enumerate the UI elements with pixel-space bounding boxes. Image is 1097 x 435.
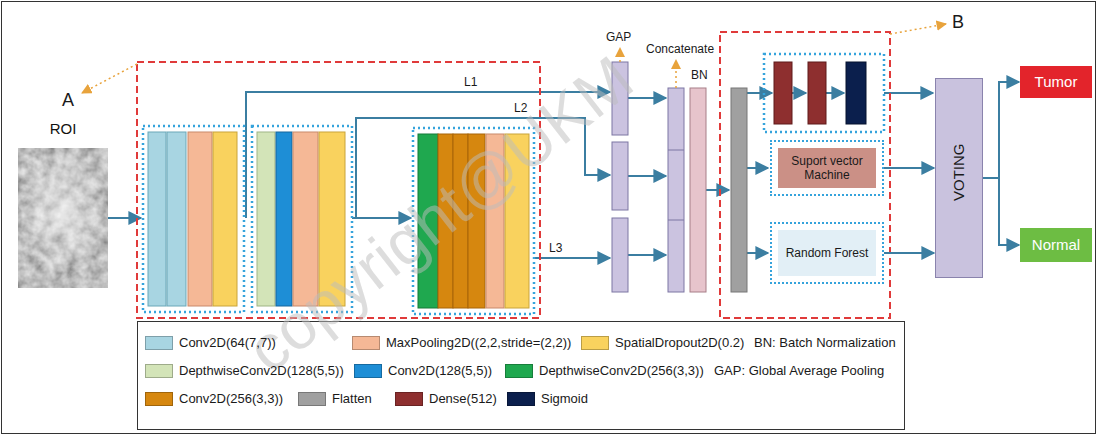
legend-text: MaxPooling2D((2,2,stride=(2,2)) xyxy=(386,335,571,351)
legend-entry: Conv2D(256(3,3)) xyxy=(145,391,283,407)
flow-arrow xyxy=(534,257,610,259)
layer-bar xyxy=(690,88,706,292)
legend-swatch xyxy=(354,364,382,378)
label: A xyxy=(62,90,74,111)
connector xyxy=(983,178,1019,245)
legend-text: DepthwiseConv2D(128(5,5)) xyxy=(179,363,344,379)
node-text: Suport vector Machine xyxy=(778,154,876,183)
label: GAP xyxy=(606,31,631,45)
flow-arrow xyxy=(706,189,729,191)
node-text: ROI xyxy=(50,120,77,138)
legend-text: Conv2D(64(7,7)) xyxy=(179,335,276,351)
legend-entry: SpatialDropout2D(0.2) xyxy=(581,335,744,351)
legend-entry: Sigmoid xyxy=(507,391,588,407)
flow-arrow xyxy=(628,254,666,256)
flow-arrow xyxy=(747,92,772,94)
pointer-arrow xyxy=(82,64,137,93)
node-text: Normal xyxy=(1032,236,1080,254)
node-text: Tumor xyxy=(1035,73,1078,91)
legend-swatch xyxy=(145,336,173,350)
layer-bar xyxy=(612,142,628,210)
classifier-box: Random Forest xyxy=(770,222,884,284)
legend-swatch xyxy=(145,364,173,378)
label: L2 xyxy=(514,102,527,116)
label: GAP: Global Average Pooling xyxy=(714,364,884,379)
node-text: VOTING xyxy=(950,155,968,201)
layer-bar xyxy=(612,218,628,292)
label: BN xyxy=(691,69,708,83)
legend-text: SpatialDropout2D(0.2) xyxy=(615,335,744,351)
legend-entry: Dense(512) xyxy=(395,391,497,407)
label: BN: Batch Normalization xyxy=(754,336,896,351)
legend-swatch xyxy=(352,336,380,350)
layer-bar xyxy=(188,132,212,306)
label: L3 xyxy=(549,242,562,256)
node-text: Random Forest xyxy=(786,246,869,260)
flow-arrow xyxy=(628,175,666,177)
region-outline xyxy=(720,32,890,318)
layer-bar xyxy=(668,150,684,151)
legend-swatch xyxy=(298,392,326,406)
connector xyxy=(983,82,1019,178)
layer-bar xyxy=(846,62,866,124)
legend-swatch xyxy=(505,364,533,378)
roi-picture xyxy=(18,148,108,288)
layer-bar xyxy=(808,62,826,124)
layer-bar xyxy=(276,132,292,306)
roi-image: ROI xyxy=(14,116,112,292)
legend-swatch xyxy=(581,336,609,350)
output-box: Normal xyxy=(1020,228,1092,262)
block-outline xyxy=(764,54,884,132)
legend-text: Conv2D(256(3,3)) xyxy=(179,391,283,407)
flow-arrow xyxy=(826,92,844,94)
legend-entry: MaxPooling2D((2,2,stride=(2,2)) xyxy=(352,335,571,351)
classifier-box: Suport vector Machine xyxy=(770,140,884,196)
layer-bar xyxy=(668,220,684,221)
layer-bar xyxy=(774,62,792,124)
legend-swatch xyxy=(145,392,173,406)
pointer-arrow xyxy=(82,24,946,93)
label: L1 xyxy=(464,76,477,90)
layer-bar xyxy=(167,132,186,306)
layer-bar xyxy=(257,132,275,306)
legend-entry: DepthwiseConv2D(128(5,5)) xyxy=(145,363,344,379)
legend-text: Sigmoid xyxy=(541,391,588,407)
roi-picture xyxy=(18,148,108,288)
pointer-arrow xyxy=(890,24,946,34)
connector xyxy=(884,167,934,169)
label: Concatenate xyxy=(646,43,714,57)
pointer-arrow xyxy=(619,48,621,62)
legend-entry: Conv2D(128(5,5)) xyxy=(354,363,492,379)
voting-box: VOTING xyxy=(935,78,983,278)
legend-swatch xyxy=(395,392,423,406)
flow-arrow xyxy=(884,92,933,94)
legend-entry: DepthwiseConv2D(256(3,3)) xyxy=(505,363,704,379)
legend-swatch xyxy=(507,392,535,406)
flow-arrow xyxy=(747,167,768,169)
legend-frame xyxy=(138,322,905,430)
legend-entry: Conv2D(64(7,7)) xyxy=(145,335,276,351)
legend-text: Dense(512) xyxy=(429,391,497,407)
layer-bar xyxy=(213,132,237,306)
legend-text: Conv2D(128(5,5)) xyxy=(388,363,492,379)
layer-bar xyxy=(731,88,747,292)
label: B xyxy=(952,12,964,33)
layer-bar xyxy=(148,132,166,306)
legend-text: Flatten xyxy=(332,391,372,407)
block-outline xyxy=(143,126,244,312)
flow-arrow xyxy=(792,92,806,94)
roi-picture xyxy=(18,148,108,288)
legend-text: DepthwiseConv2D(256(3,3)) xyxy=(539,363,704,379)
legend-entry: Flatten xyxy=(298,391,372,407)
output-box: Tumor xyxy=(1020,66,1092,98)
pointer-arrow xyxy=(675,60,677,88)
connector xyxy=(884,252,934,254)
flow-arrow xyxy=(747,252,768,254)
layer-bar xyxy=(668,88,684,292)
